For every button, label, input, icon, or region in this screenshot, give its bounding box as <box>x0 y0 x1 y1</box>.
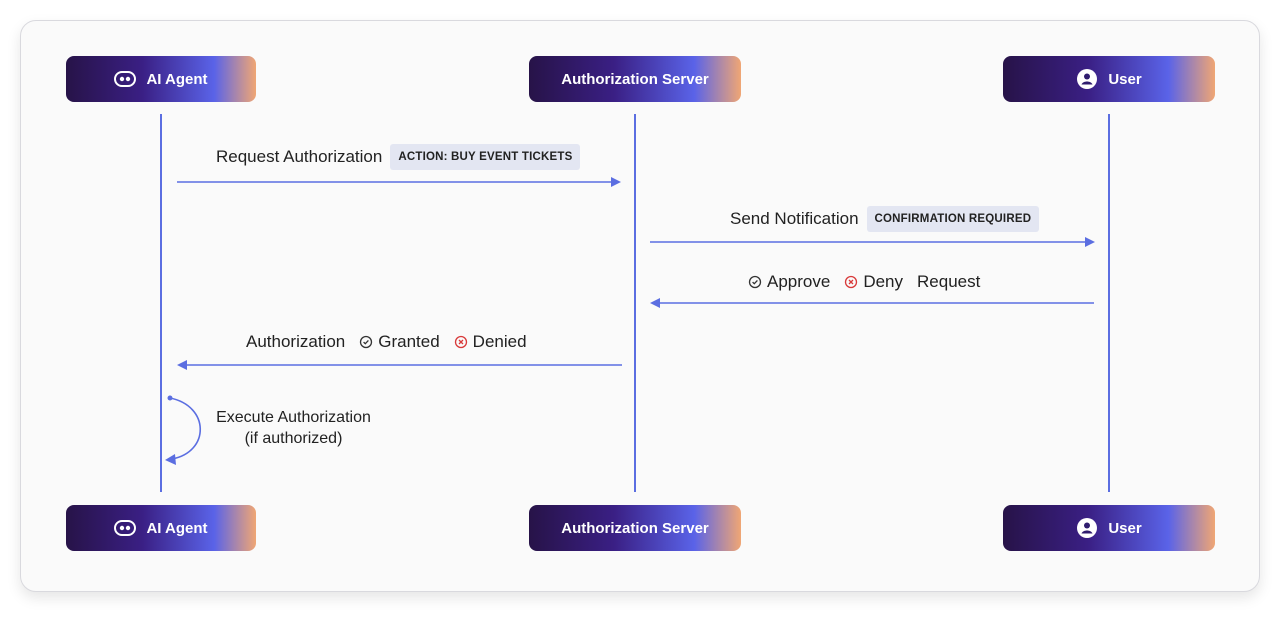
notify-message: Send Notification CONFIRMATION REQUIRED <box>730 204 1040 234</box>
request-message: Request Authorization ACTION: BUY EVENT … <box>216 142 581 172</box>
response-message: Approve Deny Request <box>748 270 980 294</box>
approve-label: Approve <box>767 272 831 291</box>
server-lifeline <box>634 114 636 492</box>
result-arrowhead <box>177 360 187 370</box>
actor-agent-label: AI Agent <box>146 70 208 88</box>
self-loop-arrow <box>169 397 202 460</box>
check-circle-icon <box>359 335 373 349</box>
notify-label: Send Notification <box>730 209 859 228</box>
execute-line-2: (if authorized) <box>244 430 343 447</box>
actor-agent-label: AI Agent <box>146 519 208 537</box>
user-icon <box>1076 517 1098 539</box>
request-arrowhead <box>611 177 621 187</box>
notify-arrowhead <box>1085 237 1095 247</box>
response-arrowhead <box>650 298 660 308</box>
actor-server-label: Authorization Server <box>561 70 709 88</box>
execute-line-1: Execute Authorization <box>216 409 371 426</box>
actor-agent-top: AI Agent <box>66 56 256 102</box>
x-circle-icon <box>454 335 468 349</box>
robot-icon <box>114 70 137 88</box>
x-circle-icon <box>844 275 858 289</box>
user-icon <box>1076 68 1098 90</box>
actor-server-bottom: Authorization Server <box>529 505 741 551</box>
actor-server-label: Authorization Server <box>561 519 709 537</box>
actor-user-label: User <box>1108 519 1142 537</box>
denied-label: Denied <box>472 332 527 351</box>
actor-agent-bottom: AI Agent <box>66 505 256 551</box>
diagram-card <box>20 20 1260 592</box>
check-circle-icon <box>748 275 762 289</box>
confirmation-badge: CONFIRMATION REQUIRED <box>866 206 1040 232</box>
result-label: Authorization <box>246 332 346 351</box>
user-lifeline <box>1108 114 1110 492</box>
granted-label: Granted <box>378 332 440 351</box>
self-loop-start-dot <box>167 395 173 401</box>
deny-label: Deny <box>863 272 904 291</box>
agent-lifeline <box>160 114 162 492</box>
actor-user-bottom: User <box>1003 505 1215 551</box>
actor-server-top: Authorization Server <box>529 56 741 102</box>
actor-user-top: User <box>1003 56 1215 102</box>
request-suffix: Request <box>917 272 981 291</box>
execute-message: Execute Authorization (if authorized) <box>206 407 381 449</box>
action-badge: ACTION: BUY EVENT TICKETS <box>390 144 581 170</box>
actor-user-label: User <box>1108 70 1142 88</box>
result-message: Authorization Granted Denied <box>246 330 527 354</box>
self-loop-arrowhead <box>165 454 176 465</box>
robot-icon <box>114 519 137 537</box>
request-label: Request Authorization <box>216 147 383 166</box>
